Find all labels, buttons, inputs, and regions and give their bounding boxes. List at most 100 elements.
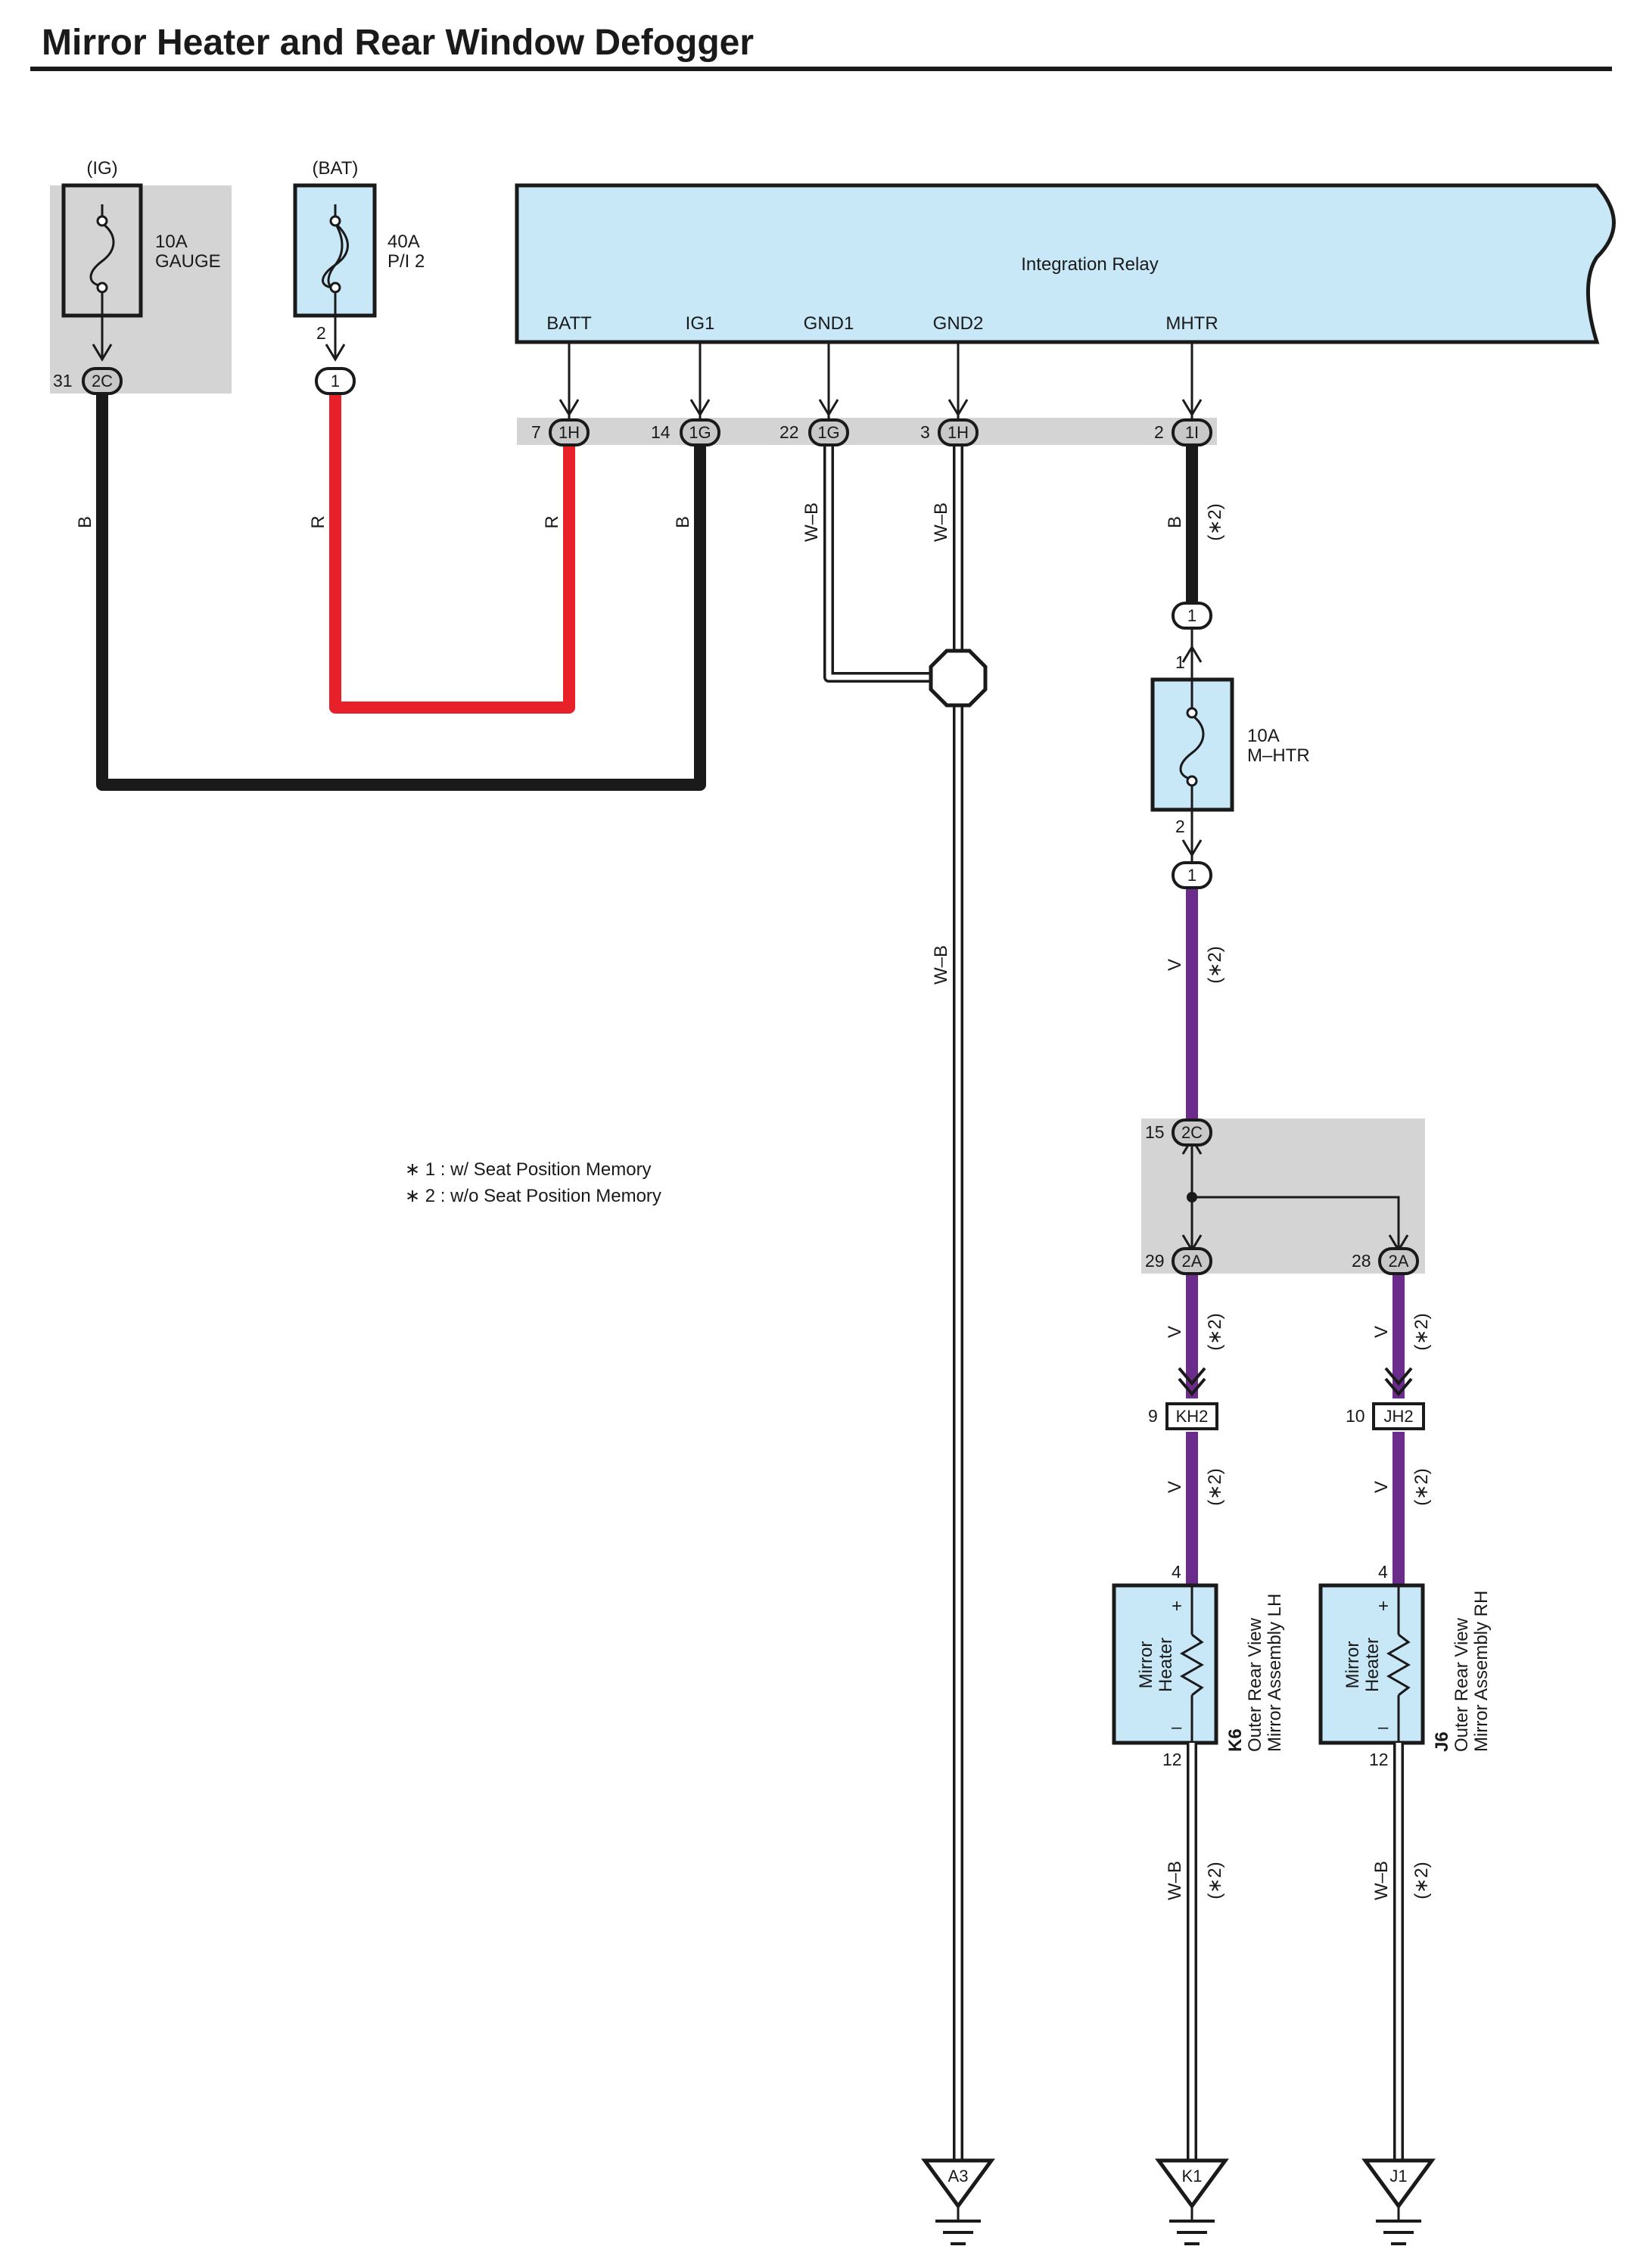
mirror-rh-desc-1: Outer Rear View [1452,1617,1472,1752]
mirror-lh-minus: – [1172,1717,1182,1738]
mirror-lh-pin-out: 12 [1162,1750,1182,1769]
connector-mhtr-pin: 2 [1154,422,1164,442]
svg-text:K1: K1 [1182,2167,1203,2186]
svg-text:1I: 1I [1185,423,1199,442]
connector-2a-right-pin: 28 [1352,1251,1371,1271]
mirror-rh-pin-out: 12 [1369,1750,1389,1769]
junction-dot [1187,1192,1197,1202]
svg-text:2A: 2A [1389,1252,1409,1271]
terminal-mhtr: MHTR [1165,313,1218,334]
svg-text:2C: 2C [1181,1123,1203,1142]
connector-gnd1-pin: 22 [779,422,799,442]
wire-note-2-7: (∗2) [1205,1862,1225,1899]
wire-label-b-2: B [673,516,693,528]
svg-text:A3: A3 [948,2167,969,2186]
wire-label-r-2: R [542,515,562,528]
mirror-lh-desc-2: Mirror Assembly LH [1265,1594,1285,1752]
connector-2c-top: 2C [82,367,123,395]
mirror-lh-plus: + [1172,1596,1182,1616]
relay-connector-strip [517,418,1217,445]
wire-note-2-6: (∗2) [1411,1468,1432,1505]
connector-jh2: JH2 [1372,1402,1425,1430]
terminal-batt: BATT [546,313,592,334]
page-title: Mirror Heater and Rear Window Defogger [42,23,754,63]
pi2-fuse-name: P/I 2 [387,251,425,272]
title-rule [30,67,1612,71]
svg-text:J1: J1 [1389,2167,1407,2186]
svg-text:1H: 1H [559,423,580,442]
wire-label-v-1: V [1165,959,1185,971]
mirror-lh-code: K6 [1225,1728,1246,1752]
wire-r-bat-batt [329,394,575,714]
relay-terminal-stubs [92,342,1203,421]
mirror-rh-desc-2: Mirror Assembly RH [1471,1591,1492,1752]
connector-jh2-pin: 10 [1346,1406,1365,1426]
mirror-heater-lh [1112,1583,1218,1745]
connector-2c-mid: 2C [1172,1118,1212,1146]
mirror-rh-code: J6 [1432,1731,1452,1752]
wire-note-2-4: (∗2) [1411,1313,1432,1350]
bat-source-label: (BAT) [313,158,359,179]
note-2: ∗ 2 : w/o Seat Position Memory [405,1186,661,1206]
wire-note-2-2: (∗2) [1205,946,1225,983]
svg-text:2A: 2A [1182,1252,1203,1271]
mhtr-fuse-rating: 10A [1247,726,1280,746]
svg-text:1: 1 [1187,606,1196,625]
gauge-fuse-rating: 10A [155,232,188,252]
mhtr-fuse [1150,677,1234,863]
connector-mhtr-1i: 1I [1172,418,1212,446]
mirror-rh-inner-1: Mirror [1343,1641,1363,1689]
wire-label-b-1: B [75,516,95,528]
wire-label-wb-3: W–B [931,945,951,985]
wire-label-b-3: B [1165,516,1185,528]
mirror-rh-plus: + [1378,1596,1389,1616]
connector-2a-right: 2A [1378,1247,1419,1275]
integration-relay-label: Integration Relay [1021,254,1158,275]
pi2-fuse [293,183,377,359]
connector-gnd1-1g: 1G [808,418,849,446]
wire-label-v-2: V [1165,1326,1185,1338]
mirror-lh-pin-in: 4 [1172,1562,1181,1582]
connector-2a-left-pin: 29 [1145,1251,1165,1271]
terminal-gnd2: GND2 [933,313,984,334]
wire-label-wb-2: W–B [931,502,951,542]
mirror-lh-inner-2: Heater [1156,1638,1176,1692]
connector-fuse-in: 1 [1172,602,1212,630]
wire-label-v-5: V [1371,1481,1392,1493]
mirror-rh-minus: – [1378,1717,1389,1738]
svg-text:JH2: JH2 [1383,1407,1413,1426]
svg-text:1: 1 [331,372,340,390]
wire-label-v-3: V [1371,1326,1392,1338]
terminal-gnd1: GND1 [804,313,854,334]
svg-text:1G: 1G [689,423,711,442]
wire-label-wb-4: W–B [1165,1861,1185,1900]
connector-ig1-1g: 1G [680,418,720,446]
connector-2c-top-pin: 31 [53,371,73,390]
wire-note-2-1: (∗2) [1205,503,1225,540]
wire-label-wb-1: W–B [801,502,822,542]
mhtr-fuse-name: M–HTR [1247,745,1310,766]
mhtr-fuse-pin-in: 1 [1175,652,1185,672]
connector-ig1-pin: 14 [651,422,671,442]
connector-batt-1h: 1H [549,418,590,446]
mhtr-fuse-pin-out: 2 [1175,817,1185,836]
splice-point [929,649,988,708]
wire-label-wb-5: W–B [1371,1861,1392,1900]
double-arrows [1178,1367,1413,1397]
wire-wb-gnd1 [823,445,958,683]
ig-source-label: (IG) [86,158,117,179]
connector-2c-mid-pin: 15 [1145,1122,1165,1142]
pi2-fuse-pin: 2 [316,323,326,343]
mirror-heater-rh [1318,1583,1425,1745]
wire-note-2-5: (∗2) [1205,1468,1225,1505]
svg-text:1H: 1H [948,423,969,442]
ground-j1: J1 [1361,2158,1436,2245]
ground-k1: K1 [1155,2158,1229,2245]
mirror-rh-inner-2: Heater [1362,1638,1383,1692]
connector-gnd2-1h: 1H [938,418,979,446]
svg-text:1G: 1G [817,423,839,442]
connector-2a-left: 2A [1172,1247,1212,1275]
wire-b-gauge-ig1 [96,394,706,791]
svg-text:1: 1 [1187,866,1196,885]
